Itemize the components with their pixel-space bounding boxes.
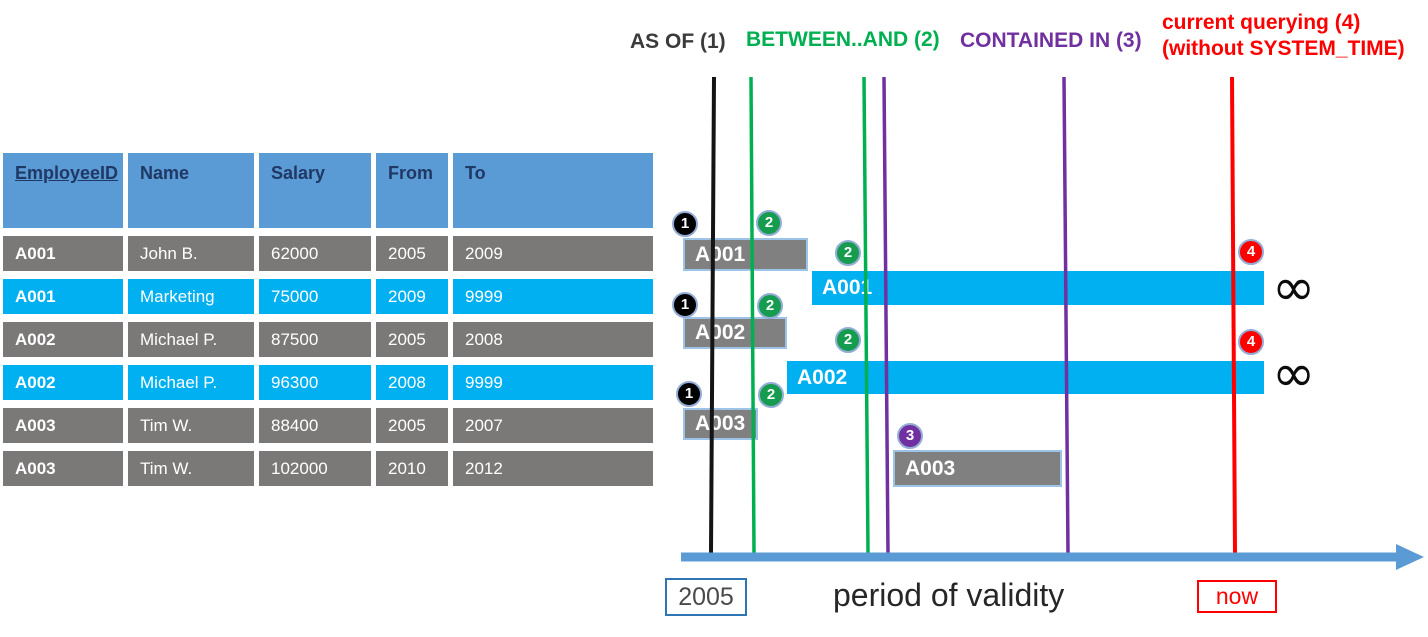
infinity-icon: ∞ (1272, 258, 1316, 318)
table-cell-from: 2008 (376, 365, 448, 400)
table-cell-salary: 87500 (259, 322, 371, 357)
table-cell-salary: 96300 (259, 365, 371, 400)
contained-start-line (882, 76, 890, 554)
table-cell-to: 9999 (453, 365, 653, 400)
legend-current-querying: current querying (4) (without SYSTEM_TIM… (1162, 10, 1405, 62)
time-axis-arrowhead-icon (1396, 544, 1424, 570)
between-start-line (749, 76, 756, 554)
table-cell-name: Michael P. (128, 365, 254, 400)
badge-as-of-1: 1 (672, 292, 698, 318)
column-header-from: From (376, 153, 448, 228)
column-header-salary: Salary (259, 153, 371, 228)
column-header-name: Name (128, 153, 254, 228)
legend-as-of: AS OF (1) (630, 30, 726, 53)
validity-bar-a001-history: A001 (683, 238, 808, 271)
badge-current-4: 4 (1238, 329, 1264, 355)
table-cell-name: Tim W. (128, 408, 254, 443)
legend-current-querying-line1: current querying (4) (1162, 11, 1361, 34)
badge-between-2: 2 (756, 210, 782, 236)
validity-bar-a003-history-2: A003 (893, 450, 1062, 487)
badge-between-2: 2 (757, 293, 783, 319)
table-row: A001 Marketing 75000 2009 9999 (3, 279, 653, 314)
table-cell-name: Michael P. (128, 322, 254, 357)
badge-as-of-1: 1 (672, 211, 698, 237)
axis-now-box: now (1197, 580, 1277, 613)
table-cell-to: 2009 (453, 236, 653, 271)
table-cell-name: John B. (128, 236, 254, 271)
badge-current-4: 4 (1238, 239, 1264, 265)
validity-bar-a001-current: A001 (812, 271, 1264, 305)
table-cell-salary: 62000 (259, 236, 371, 271)
column-header-label: From (388, 163, 433, 183)
table-row: A002 Michael P. 96300 2008 9999 (3, 365, 653, 400)
table-cell-from: 2009 (376, 279, 448, 314)
table-cell-name: Marketing (128, 279, 254, 314)
column-header-to: To (453, 153, 653, 228)
table-cell-from: 2010 (376, 451, 448, 486)
axis-title: period of validity (833, 577, 1065, 613)
column-header-label: EmployeeID (15, 163, 119, 183)
table-row: A003 Tim W. 102000 2010 2012 (3, 451, 653, 486)
table-cell-name: Tim W. (128, 451, 254, 486)
table-cell-to: 2012 (453, 451, 653, 486)
table-cell-salary: 75000 (259, 279, 371, 314)
table-cell-employeeid: A001 (3, 236, 123, 271)
infinity-icon: ∞ (1272, 344, 1316, 404)
bar-label: A003 (695, 412, 746, 435)
bar-label: A003 (905, 456, 956, 480)
employee-table: EmployeeID Name Salary From To A001 John… (0, 145, 658, 494)
table-cell-from: 2005 (376, 322, 448, 357)
bar-label: A001 (695, 242, 746, 266)
badge-between-2: 2 (835, 327, 861, 353)
table-cell-employeeid: A002 (3, 365, 123, 400)
axis-start-year-box: 2005 (665, 578, 747, 616)
badge-as-of-1: 1 (676, 381, 702, 407)
badge-between-2: 2 (835, 240, 861, 266)
column-header-employeeid: EmployeeID (3, 153, 123, 228)
table-cell-to: 2008 (453, 322, 653, 357)
column-header-label: Salary (271, 163, 326, 183)
bar-label: A002 (797, 365, 848, 389)
bar-label: A001 (822, 276, 873, 299)
table-header-row: EmployeeID Name Salary From To (3, 153, 653, 228)
validity-bar-a002-history: A002 (683, 317, 787, 349)
validity-bar-a002-current: A002 (787, 361, 1264, 394)
table-cell-from: 2005 (376, 408, 448, 443)
badge-contained-3: 3 (897, 423, 923, 449)
contained-end-line (1062, 76, 1070, 554)
table-cell-employeeid: A002 (3, 322, 123, 357)
bar-label: A002 (695, 321, 746, 344)
table-cell-to: 2007 (453, 408, 653, 443)
table-row: A002 Michael P. 87500 2005 2008 (3, 322, 653, 357)
table-row: A003 Tim W. 88400 2005 2007 (3, 408, 653, 443)
column-header-label: To (465, 163, 486, 183)
table-cell-employeeid: A003 (3, 408, 123, 443)
table-cell-salary: 88400 (259, 408, 371, 443)
table-cell-to: 9999 (453, 279, 653, 314)
table-cell-employeeid: A001 (3, 279, 123, 314)
column-header-label: Name (140, 163, 190, 183)
table-row: A001 John B. 62000 2005 2009 (3, 236, 653, 271)
table-cell-employeeid: A003 (3, 451, 123, 486)
validity-bar-a003-history-1: A003 (683, 408, 758, 440)
between-end-line (862, 76, 870, 554)
table-cell-from: 2005 (376, 236, 448, 271)
as-of-query-line (709, 76, 716, 554)
table-cell-salary: 102000 (259, 451, 371, 486)
now-query-line (1230, 76, 1237, 554)
legend-contained-in: CONTAINED IN (3) (960, 29, 1142, 52)
badge-between-2: 2 (758, 382, 784, 408)
legend-current-querying-line2: (without SYSTEM_TIME) (1162, 37, 1405, 60)
legend-between-and: BETWEEN..AND (2) (746, 28, 940, 51)
